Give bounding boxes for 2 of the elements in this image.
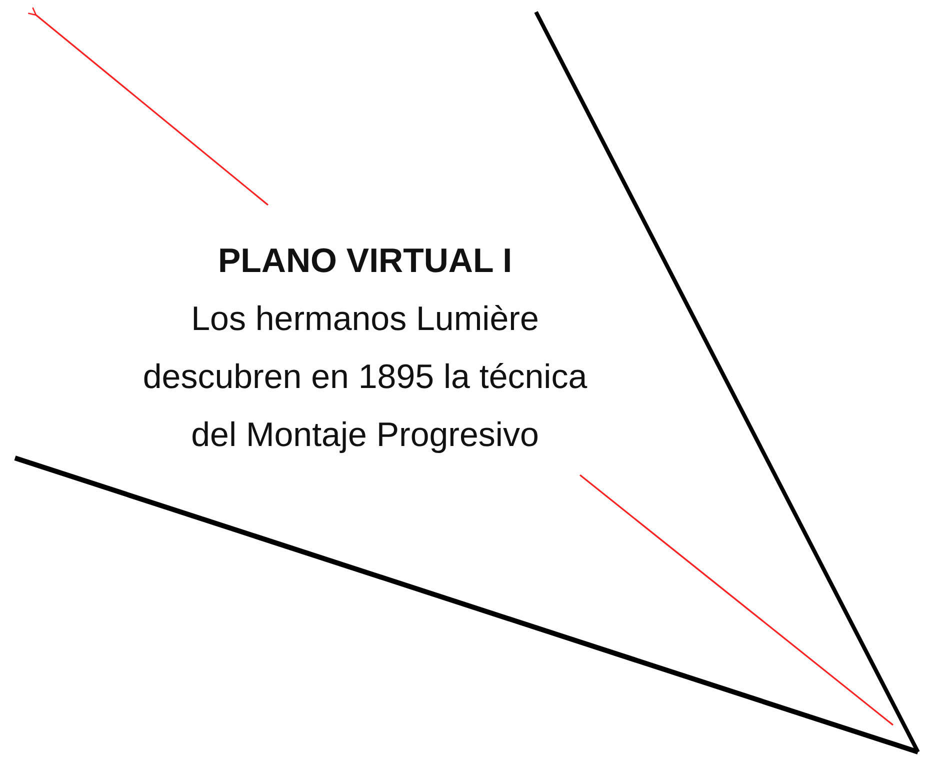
heading: PLANO VIRTUAL I: [218, 241, 512, 282]
description-text: Los hermanos Lumière descubren en 1895 la técnica del Montaje Progresivo: [142, 299, 588, 456]
